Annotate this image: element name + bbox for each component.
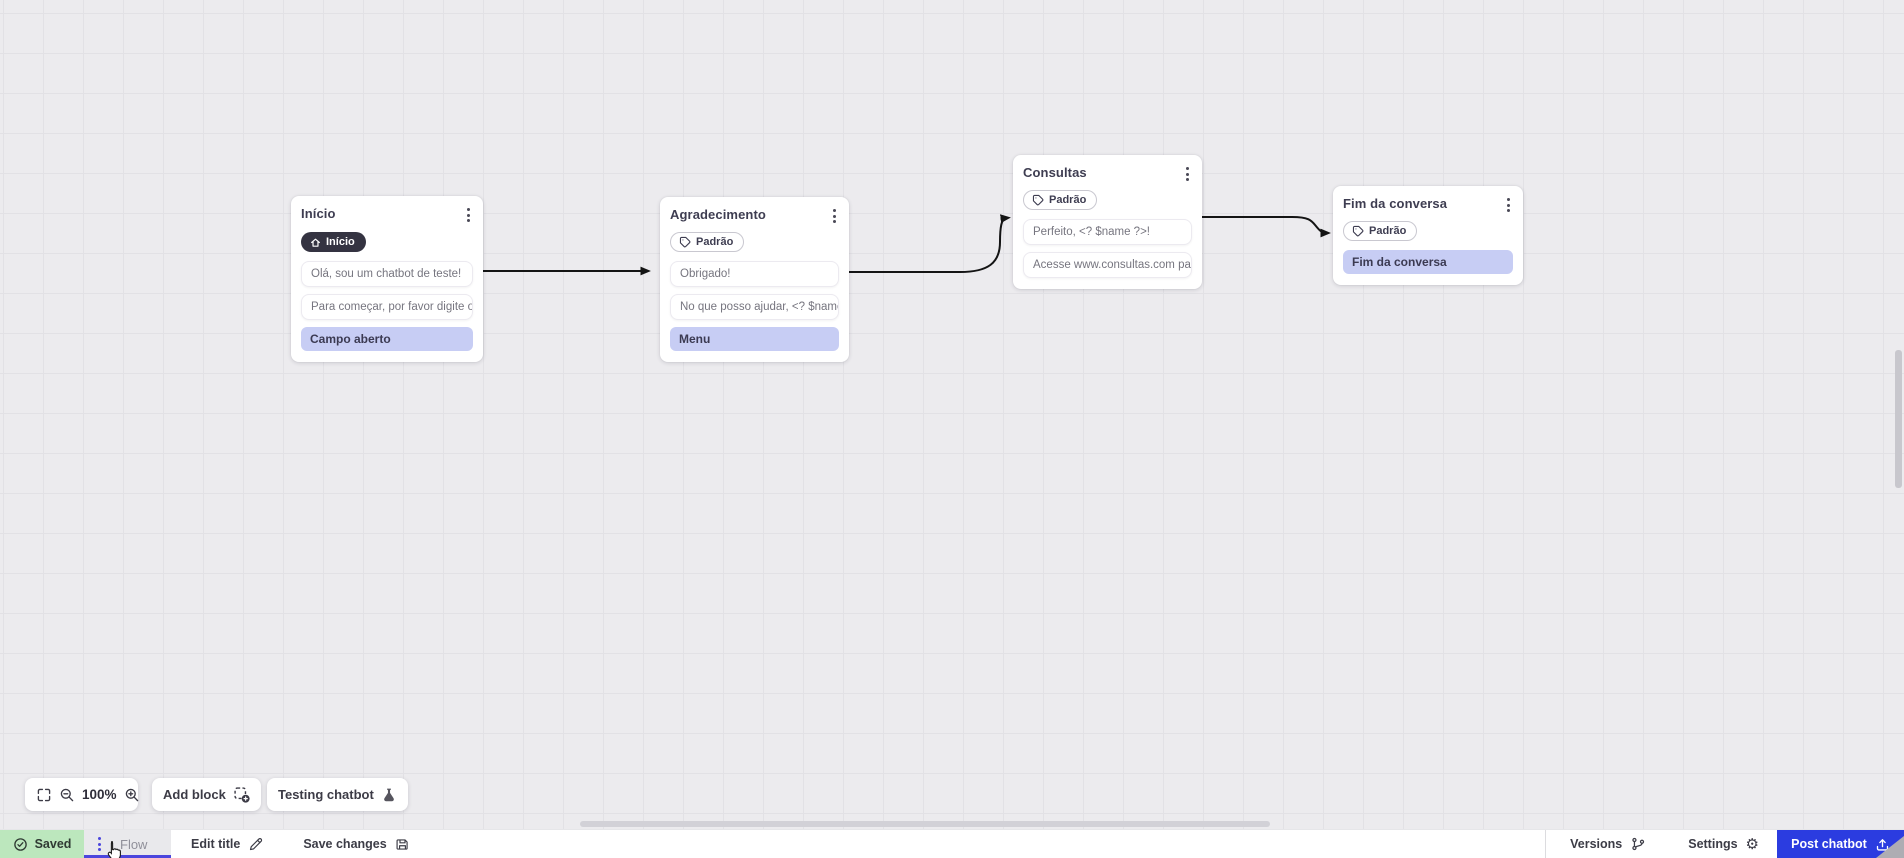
tag-pill: Padrão: [670, 232, 745, 252]
save-icon: [396, 838, 408, 850]
flask-icon: [383, 788, 394, 801]
tab-flow[interactable]: Flow: [84, 830, 171, 858]
tag-label: Padrão: [1369, 225, 1407, 237]
kebab-menu-icon[interactable]: [464, 206, 473, 224]
node-title: Fim da conversa: [1343, 196, 1448, 211]
node-header: Agradecimento: [670, 207, 839, 225]
menu-block[interactable]: Menu: [670, 327, 839, 351]
start-badge-label: Início: [326, 236, 355, 248]
zoom-in-icon[interactable]: [124, 787, 140, 803]
node-fim-da-conversa[interactable]: Fim da conversa Padrão Fim da conversa: [1333, 186, 1523, 285]
zoom-out-icon[interactable]: [59, 787, 75, 803]
edit-title-label: Edit title: [191, 837, 241, 851]
open-field-block[interactable]: Campo aberto: [301, 327, 473, 351]
tag-icon: [1352, 225, 1364, 237]
kebab-menu-icon[interactable]: [1504, 196, 1513, 214]
tag-label: Padrão: [1049, 194, 1087, 206]
tag-pill: Padrão: [1343, 221, 1418, 241]
end-conversation-block[interactable]: Fim da conversa: [1343, 250, 1513, 274]
add-block-button[interactable]: Add block: [152, 778, 261, 811]
git-branch-icon: [1632, 837, 1645, 851]
edge-agradecimento-to-consultas: [848, 214, 1011, 273]
message-bubble[interactable]: Acesse www.consultas.com par...: [1023, 252, 1192, 278]
testing-chatbot-button[interactable]: Testing chatbot: [267, 778, 408, 811]
node-title: Agradecimento: [670, 207, 766, 222]
node-title: Início: [301, 206, 336, 221]
post-chatbot-label: Post chatbot: [1791, 837, 1867, 851]
node-consultas[interactable]: Consultas Padrão Perfeito, <? $name ?>! …: [1013, 155, 1202, 289]
node-inicio[interactable]: Início Início Olá, sou um chatbot de tes…: [291, 196, 483, 362]
save-changes-button[interactable]: Save changes: [303, 830, 409, 858]
pencil-icon: [250, 837, 263, 850]
fullscreen-icon[interactable]: [36, 787, 52, 803]
message-bubble[interactable]: No que posso ajudar, <? $name ...: [670, 294, 839, 320]
tag-pill: Padrão: [1023, 190, 1098, 210]
versions-label: Versions: [1570, 837, 1623, 851]
status-bar: Saved Flow Edit title Save changes Versi…: [0, 829, 1904, 858]
flow-canvas[interactable]: Início Início Olá, sou um chatbot de tes…: [0, 0, 1904, 829]
add-block-label: Add block: [163, 787, 226, 802]
testing-chatbot-label: Testing chatbot: [278, 787, 374, 802]
start-badge: Início: [301, 232, 366, 252]
kebab-menu-icon[interactable]: [830, 207, 839, 225]
kebab-menu-icon[interactable]: [1183, 165, 1192, 183]
flow-kebab-icon[interactable]: [95, 835, 104, 853]
check-circle-icon: [13, 837, 27, 851]
node-title: Consultas: [1023, 165, 1087, 180]
tag-label: Padrão: [696, 236, 734, 248]
message-bubble[interactable]: Obrigado!: [670, 261, 839, 287]
saved-label: Saved: [34, 837, 72, 851]
gear-icon: ⚙: [1745, 834, 1759, 853]
node-header: Início: [301, 206, 473, 224]
home-icon: [311, 238, 320, 247]
tag-icon: [679, 236, 691, 248]
statusbar-divider: [1545, 830, 1547, 858]
node-header: Consultas: [1023, 165, 1192, 183]
node-header: Fim da conversa: [1343, 196, 1513, 214]
zoom-level: 100%: [82, 787, 117, 802]
tag-icon: [1032, 194, 1044, 206]
node-agradecimento[interactable]: Agradecimento Padrão Obrigado! No que po…: [660, 197, 849, 362]
edges-layer: [483, 214, 1331, 276]
message-bubble[interactable]: Olá, sou um chatbot de teste!: [301, 261, 473, 287]
settings-button[interactable]: Settings ⚙: [1670, 830, 1777, 858]
message-bubble[interactable]: Para começar, por favor digite o ...: [301, 294, 473, 320]
save-changes-label: Save changes: [303, 837, 387, 851]
edit-title-button[interactable]: Edit title: [191, 830, 263, 858]
flow-tab-label: Flow: [120, 836, 148, 852]
saved-status-badge: Saved: [0, 830, 84, 858]
versions-button[interactable]: Versions: [1546, 830, 1670, 858]
vertical-scrollbar[interactable]: [1895, 350, 1902, 488]
settings-label: Settings: [1688, 837, 1738, 851]
horizontal-scrollbar[interactable]: [580, 821, 1270, 827]
message-bubble[interactable]: Perfeito, <? $name ?>!: [1023, 219, 1192, 245]
edge-consultas-to-fim: [1202, 216, 1331, 238]
canvas-controls: 100%: [25, 778, 138, 811]
window-corner: [1876, 836, 1904, 858]
add-block-icon: [234, 787, 250, 803]
